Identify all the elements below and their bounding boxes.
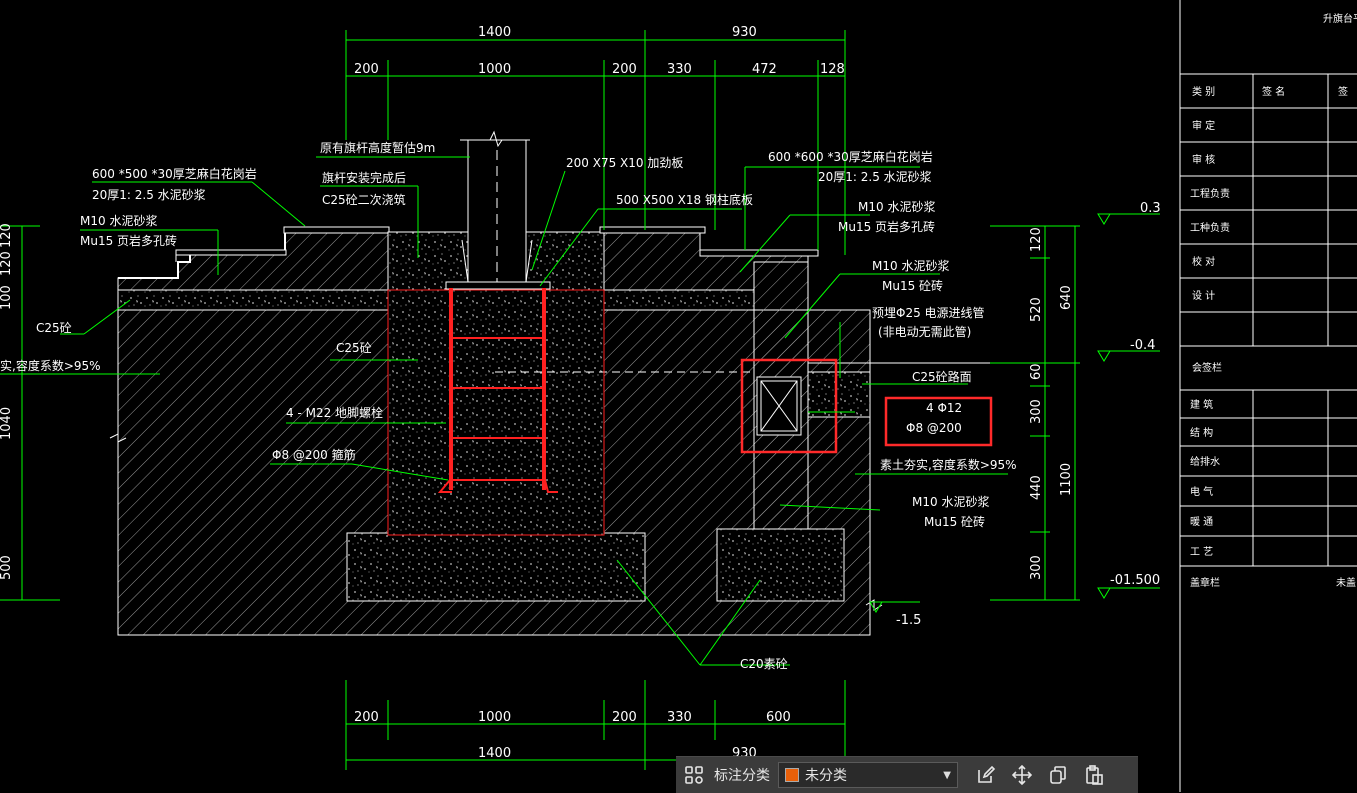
category-select-value: 未分类: [805, 768, 847, 784]
dimension-lines: [0, 30, 1160, 770]
dim-right-part: 520: [1029, 297, 1044, 322]
note-anchor-bolts: 4 - M22 地脚螺栓: [286, 405, 383, 420]
dim-right-part: 300: [1029, 555, 1044, 580]
dim-bottom-part: 200: [612, 710, 637, 725]
tb-discipline: 建 筑: [1190, 398, 1213, 411]
note-conduit: 预埋Φ25 电源进线管: [872, 305, 985, 320]
tb-row: 审 定: [1192, 119, 1215, 132]
tb-row: 校 对: [1192, 255, 1215, 268]
dim-bottom-part: 600: [766, 710, 791, 725]
title-block-texts: 升旗台平 类 别 签 名 签 审 定 审 核 工程负责 工种负责 校 对 设 计…: [1190, 12, 1357, 589]
note-c20: C20素砼: [740, 657, 788, 671]
dim-top-part: 200: [612, 62, 637, 77]
dim-left-part: 120: [0, 251, 14, 276]
dim-bottom-part: 200: [354, 710, 379, 725]
note-c25-secondary: C25砼二次浇筑: [322, 192, 406, 207]
tb-row: 审 核: [1192, 153, 1215, 166]
dim-left-part: 500: [0, 555, 14, 580]
elevation-label: -0.4: [1130, 338, 1155, 353]
note-right-mortar: 20厚1: 2.5 水泥砂浆: [818, 169, 932, 184]
elevation-label: 0.3: [1140, 201, 1161, 216]
tb-col-sign: 签 名: [1262, 85, 1285, 98]
note-road-c25: C25砼路面: [912, 369, 972, 384]
note-right-stone: 600 *600 *30厚芝麻白花岗岩: [768, 149, 933, 164]
annotation-texts: 原有旗杆高度暂估9m 旗杆安装完成后 C25砼二次浇筑 200 X75 X10 …: [0, 140, 1017, 671]
copy-icon[interactable]: [1040, 757, 1076, 793]
note-soil-right: 素土夯实,容度系数>95%: [880, 457, 1017, 472]
dim-bottom-total-1: 1400: [478, 746, 511, 761]
dim-bottom-part: 1000: [478, 710, 511, 725]
dim-top-total-1: 1400: [478, 25, 511, 40]
dim-left-part: 1040: [0, 407, 14, 440]
dim-top-part: 200: [354, 62, 379, 77]
annotation-toolbar: 标注分类 未分类 ▼: [676, 756, 1138, 793]
dim-right-part: 60: [1029, 363, 1044, 380]
tb-discipline: 给排水: [1190, 455, 1220, 468]
category-label: 标注分类: [714, 768, 770, 784]
tb-discipline: 工 艺: [1190, 546, 1213, 558]
highlight-box-conduit[interactable]: [740, 358, 838, 454]
dim-right-total: 1100: [1059, 463, 1074, 496]
note-stirrups: Φ8 @200 箍筋: [272, 447, 356, 462]
dim-right-total: 640: [1059, 285, 1074, 310]
note-left-mu15: Mu15 页岩多孔砖: [80, 233, 177, 248]
move-icon[interactable]: [1004, 757, 1040, 793]
grid-apps-icon[interactable]: [676, 757, 712, 793]
dim-top-part: 330: [667, 62, 692, 77]
note-after-install: 旗杆安装完成后: [322, 170, 406, 185]
dim-right-part: 120: [1029, 227, 1044, 252]
note-stiffener: 200 X75 X10 加劲板: [566, 156, 683, 170]
note-c25-center: C25砼: [336, 341, 372, 355]
note-right-m10-a: M10 水泥砂浆: [858, 199, 935, 214]
tb-discipline: 电 气: [1190, 485, 1213, 498]
tb-col-category: 类 别: [1192, 85, 1215, 98]
category-color-swatch: [785, 768, 799, 782]
note-rebar-stirrup: Φ8 @200: [906, 421, 962, 435]
note-right-mu15-c: Mu15 砼砖: [924, 514, 985, 529]
title-block-header: 升旗台平: [1323, 12, 1357, 25]
dim-top-part: 472: [752, 62, 777, 77]
tb-stamp-note: 未盖出: [1336, 576, 1357, 589]
dim-right-part: 300: [1029, 399, 1044, 424]
note-flagpole-height: 原有旗杆高度暂估9m: [320, 140, 435, 155]
tb-section: 会签栏: [1192, 361, 1222, 374]
tb-row: 设 计: [1192, 289, 1215, 302]
tb-row: 工程负责: [1190, 187, 1230, 200]
edit-icon[interactable]: [968, 757, 1004, 793]
tb-discipline: 结 构: [1190, 426, 1213, 439]
rebar-cage: [387, 288, 605, 536]
dim-left-part: 120: [0, 223, 14, 248]
paste-icon[interactable]: [1076, 757, 1112, 793]
dim-top-part: 128: [820, 62, 845, 77]
note-c25-left: C25砼: [36, 321, 72, 335]
note-conduit-optional: (非电动无需此管): [878, 324, 971, 339]
chevron-down-icon: ▼: [943, 769, 951, 781]
elevation-label: -1.5: [896, 613, 921, 628]
note-right-m10-c: M10 水泥砂浆: [912, 494, 989, 509]
note-rebar-main: 4 Φ12: [926, 401, 962, 415]
dim-bottom-part: 330: [667, 710, 692, 725]
note-left-m10: M10 水泥砂浆: [80, 213, 157, 228]
category-select[interactable]: 未分类 ▼: [778, 762, 958, 788]
note-right-mu15-a: Mu15 页岩多孔砖: [838, 219, 935, 234]
tb-discipline: 暖 通: [1190, 515, 1213, 528]
dimension-texts: 1400 930 200 1000 200 330 472 128 200 10…: [0, 25, 1161, 761]
note-left-mortar: 20厚1: 2.5 水泥砂浆: [92, 187, 206, 202]
dim-top-part: 1000: [478, 62, 511, 77]
note-soil-left: 实,容度系数>95%: [0, 358, 101, 373]
dim-left-part: 100: [0, 285, 14, 310]
dim-top-total-2: 930: [732, 25, 757, 40]
note-base-plate: 500 X500 X18 钢柱底板: [616, 192, 753, 207]
highlight-box-rebar-note[interactable]: [884, 396, 993, 447]
note-left-stone: 600 *500 *30厚芝麻白花岗岩: [92, 166, 257, 181]
tb-row: 工种负责: [1190, 221, 1230, 234]
note-right-m10-b: M10 水泥砂浆: [872, 258, 949, 273]
elevation-label: -01.500: [1110, 573, 1160, 588]
note-right-mu15-b: Mu15 砼砖: [882, 278, 943, 293]
title-block: [1179, 0, 1357, 792]
tb-col-sign2: 签: [1338, 85, 1348, 98]
dim-right-part: 440: [1029, 475, 1044, 500]
tb-stamp: 盖章栏: [1190, 576, 1220, 589]
